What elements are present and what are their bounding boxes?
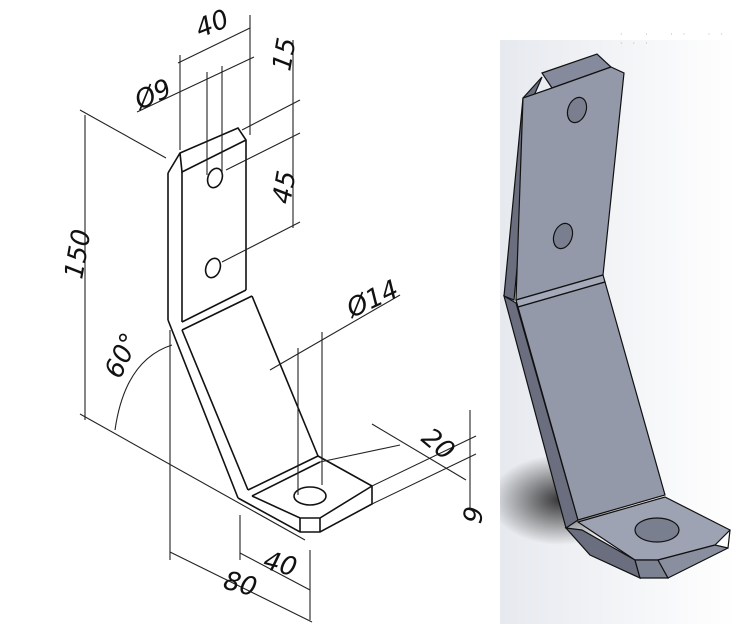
dim-foot-hole-distance: 40 <box>260 546 300 584</box>
dimension-lines <box>79 15 477 623</box>
cad-render <box>500 40 736 624</box>
middle-hole <box>204 257 222 279</box>
dim-hole-top-offset: 15 <box>267 35 302 73</box>
bracket-model <box>503 53 732 580</box>
dim-hole-upper-dia: Ø9 <box>129 74 176 117</box>
dim-angle: 60° <box>99 329 146 383</box>
dim-thickness: 6 <box>455 504 487 526</box>
dim-foot-length: 80 <box>220 566 260 604</box>
dim-top-width: 40 <box>191 4 233 44</box>
foot-hole <box>293 486 327 506</box>
dim-hole-spacing: 45 <box>267 168 302 206</box>
upper-hole <box>206 167 224 189</box>
dim-foot-hole-offset: 20 <box>416 422 461 466</box>
dim-hole-lower-dia: Ø14 <box>341 275 403 325</box>
bracket-outline <box>167 127 373 533</box>
technical-drawing: 40 Ø9 15 45 150 60° Ø14 20 6 80 40 <box>59 4 488 623</box>
dim-height: 150 <box>59 227 97 281</box>
toolbar-hint: · · ·· ·· ··· <box>620 30 733 48</box>
